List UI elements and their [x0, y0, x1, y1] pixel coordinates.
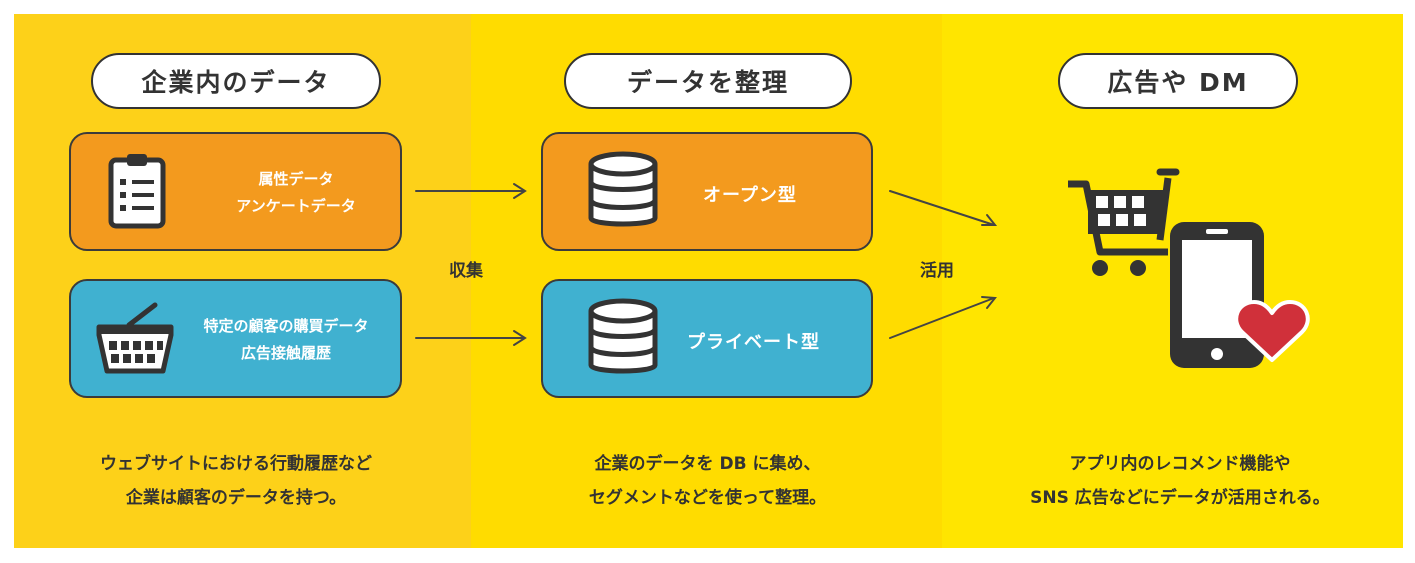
column-header-company-data: 企業内のデータ: [91, 53, 381, 109]
card-attribute-data: 属性データ アンケートデータ: [69, 132, 402, 251]
description-ads-dm: アプリ内のレコメンド機能や SNS 広告などにデータが活用される。: [980, 447, 1380, 515]
description-line: セグメントなどを使って整理。: [588, 488, 827, 508]
column-header-organize-data: データを整理: [564, 53, 852, 109]
heart-icon: [1234, 300, 1310, 362]
shopping-cart-icon: [1068, 168, 1180, 276]
card-purchase-data: 特定の顧客の購買データ 広告接触履歴: [69, 279, 402, 398]
card-line: アンケートデータ: [236, 197, 356, 215]
connector-label-utilize: 活用: [920, 261, 954, 281]
database-icon: [588, 151, 658, 227]
card-private-type: プライベート型: [541, 279, 873, 398]
card-line: 広告接触履歴: [240, 344, 331, 362]
card-attribute-data-text: 属性データ アンケートデータ: [201, 166, 391, 220]
card-line: 特定の顧客の購買データ: [203, 317, 369, 335]
column-header-ads-dm: 広告や DM: [1058, 53, 1298, 109]
card-open-type-label: オープン型: [703, 185, 797, 206]
basket-icon: [96, 302, 174, 374]
description-line: SNS 広告などにデータが活用される。: [1030, 488, 1330, 508]
description-line: 企業は顧客のデータを持つ。: [125, 488, 347, 508]
description-line: 企業のデータを DB に集め、: [594, 454, 821, 474]
description-organize-data: 企業のデータを DB に集め、 セグメントなどを使って整理。: [520, 447, 895, 515]
database-icon: [588, 298, 658, 374]
description-line: アプリ内のレコメンド機能や: [1069, 454, 1291, 474]
card-line: 属性データ: [258, 170, 334, 188]
clipboard-icon: [108, 154, 166, 229]
card-open-type: オープン型: [541, 132, 873, 251]
card-purchase-data-text: 特定の顧客の購買データ 広告接触履歴: [181, 313, 391, 367]
connector-label-collect: 収集: [449, 261, 483, 281]
card-private-type-label: プライベート型: [687, 332, 820, 353]
description-line: ウェブサイトにおける行動履歴など: [100, 454, 372, 474]
description-company-data: ウェブサイトにおける行動履歴など 企業は顧客のデータを持つ。: [44, 447, 428, 515]
